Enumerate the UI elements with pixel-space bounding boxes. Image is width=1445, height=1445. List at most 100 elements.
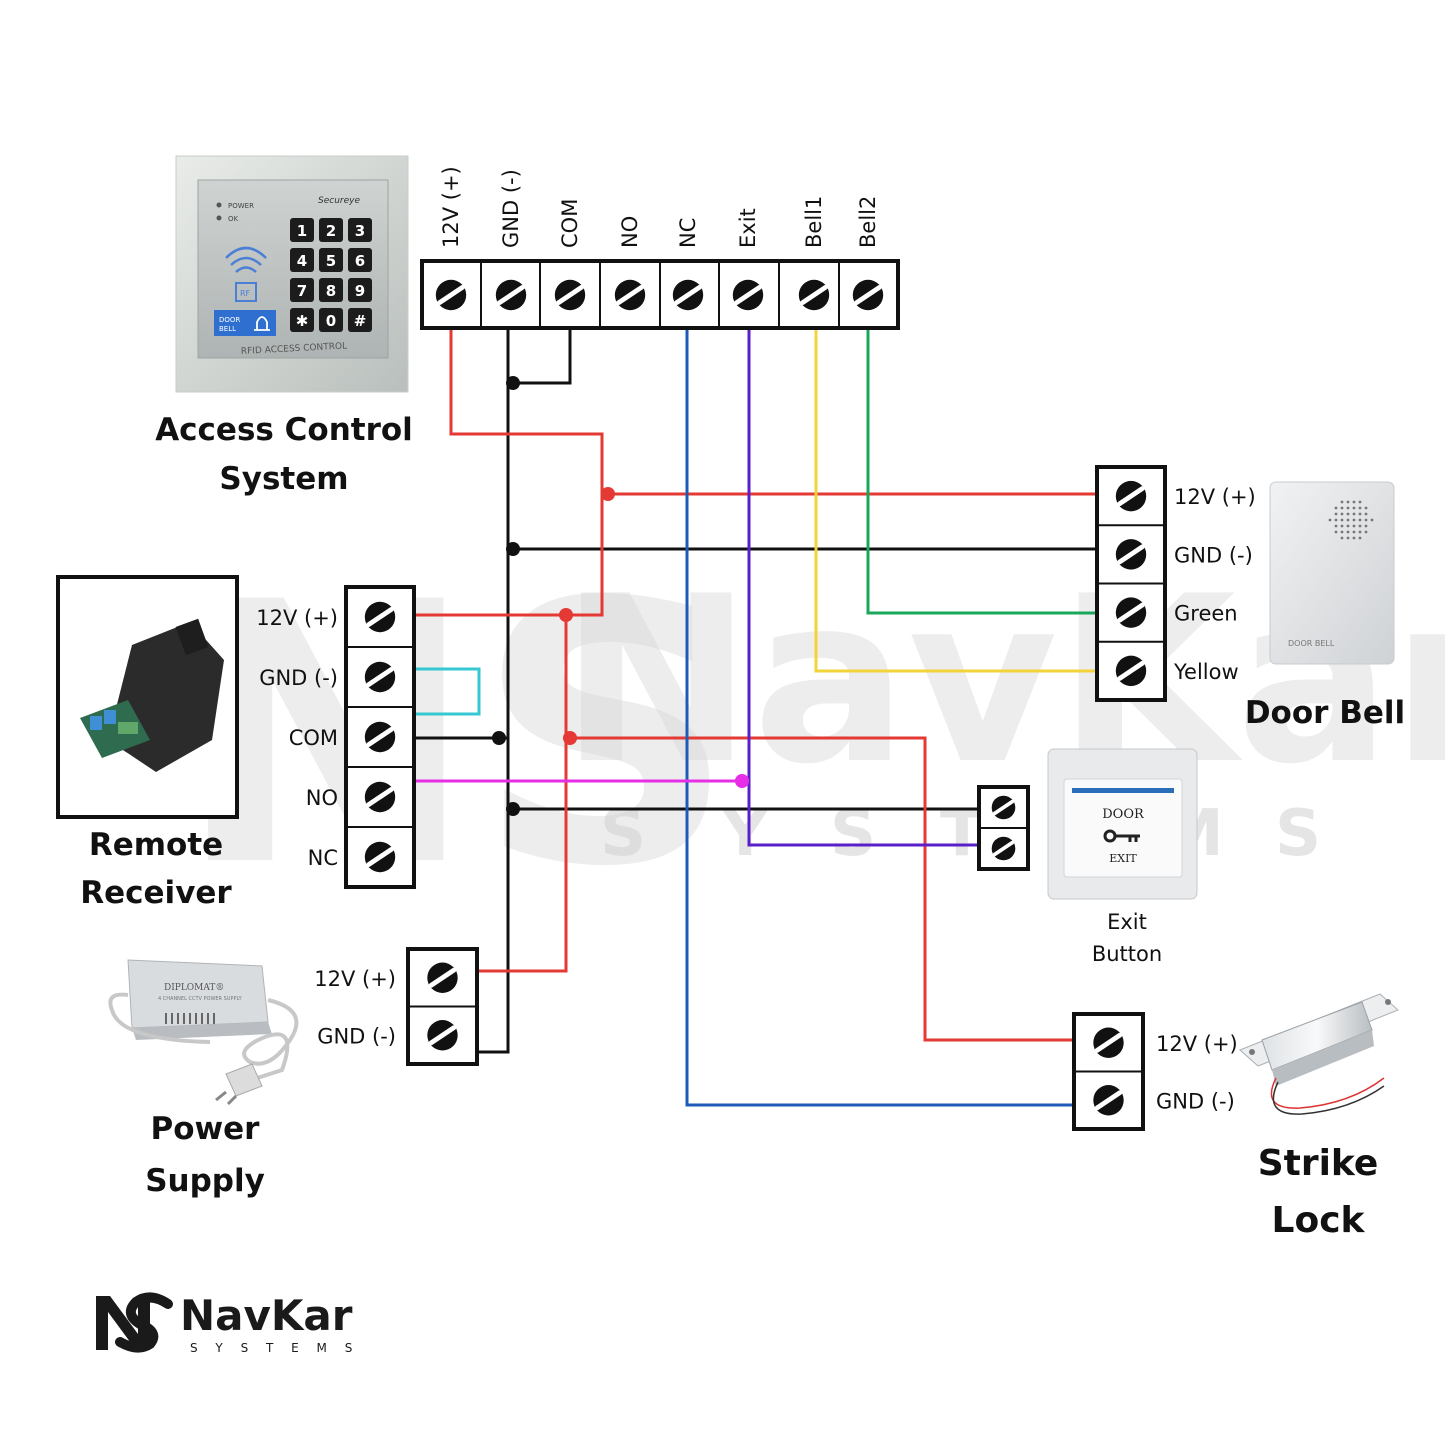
grille-dot	[1340, 518, 1344, 522]
junction-dot	[559, 608, 573, 622]
grille-dot	[1358, 500, 1362, 504]
wire-bell1	[814, 328, 1098, 673]
door-bell-housing	[1269, 481, 1395, 665]
screw-terminal-icon	[1093, 1085, 1123, 1115]
terminal-label: Yellow	[1173, 660, 1239, 684]
logo-tagline: S Y S T E M S	[190, 1341, 359, 1355]
key-icon	[1103, 829, 1140, 843]
plug-pin	[215, 1090, 227, 1102]
junction-dot	[601, 487, 615, 501]
terminal-label: NC	[676, 218, 700, 248]
exit-button-strip	[1072, 788, 1174, 793]
keypad-key-label: 9	[355, 282, 365, 300]
grille-dot	[1340, 524, 1344, 528]
terminal-label: GND (-)	[1156, 1089, 1235, 1113]
screw-terminal-icon	[1116, 539, 1146, 569]
screw-terminal-icon	[673, 280, 703, 310]
strike-lock-device	[1239, 993, 1399, 1115]
grille-dot	[1358, 506, 1362, 510]
power-supply-terminal-block	[406, 947, 479, 1066]
keypad-key	[290, 308, 314, 332]
terminal-label: NO	[306, 786, 338, 810]
watermark-ns-mark: NS	[175, 526, 736, 945]
grille-dot	[1346, 500, 1350, 504]
grille-dot	[1346, 512, 1350, 516]
keypad-key-label: ✱	[296, 312, 309, 330]
grille-dot	[1358, 530, 1362, 534]
rf-wave-icon	[225, 246, 267, 273]
terminal-label: 12V (+)	[314, 967, 396, 991]
lock-wire-red	[1270, 1077, 1385, 1109]
receiver-lid	[175, 618, 209, 656]
terminal-label: 12V (+)	[256, 606, 338, 630]
screw-terminal-icon	[436, 280, 466, 310]
grille-dot	[1346, 530, 1350, 534]
grille-dot	[1352, 506, 1356, 510]
controller-terminal-block	[420, 259, 900, 330]
plug-icon	[225, 1063, 263, 1097]
grille-dot	[1364, 518, 1368, 522]
lock-screw-icon	[1249, 1049, 1255, 1055]
screw-terminal-icon	[427, 1020, 457, 1050]
psu-power-cable	[242, 998, 299, 1084]
keypad-key	[290, 218, 314, 242]
keypad-key-label: 7	[297, 282, 307, 300]
receiver-terminal-blue	[104, 710, 116, 724]
keypad-key-label: 8	[326, 282, 336, 300]
grille-dot	[1352, 530, 1356, 534]
wire-nc-to-lock	[685, 328, 1075, 1107]
screw-terminal-icon	[496, 280, 526, 310]
navkar-logo: NavKar S Y S T E M S	[96, 1291, 359, 1355]
grille-dot	[1340, 530, 1344, 534]
grille-dot	[1334, 524, 1338, 528]
wires	[416, 328, 1098, 1107]
lock-screw-icon	[1385, 999, 1391, 1005]
led-ok-indicator	[216, 215, 222, 221]
receiver-board	[80, 700, 150, 758]
wire-com-to-gnd	[513, 328, 572, 385]
keypad-key-label: 5	[326, 252, 336, 270]
grille-dot	[1352, 500, 1356, 504]
keypad-key	[348, 218, 372, 242]
access-control-title-line1: Access Control	[155, 412, 413, 448]
keypad-key-label: 6	[355, 252, 365, 270]
junction-dot	[735, 774, 749, 788]
terminal-label: GND (-)	[259, 666, 338, 690]
grille-dot	[1346, 506, 1350, 510]
doorbell-key	[214, 310, 276, 336]
bell-icon	[254, 316, 270, 331]
rf-label: RF	[240, 289, 251, 298]
grille-dot	[1340, 500, 1344, 504]
grille-dot	[1340, 512, 1344, 516]
strike-lock-title-line1: Strike	[1258, 1143, 1379, 1184]
grille-dot	[1358, 524, 1362, 528]
grille-dot	[1334, 506, 1338, 510]
keypad-key	[290, 248, 314, 272]
screw-terminal-icon	[853, 280, 883, 310]
led-power-indicator	[216, 202, 222, 208]
lock-wire-black	[1272, 1081, 1385, 1115]
grille-dot	[1346, 518, 1350, 522]
wire-gnd-bus	[477, 328, 510, 1054]
remote-receiver-device	[56, 575, 239, 819]
junction-dot	[506, 542, 520, 556]
wire-receiver-loop	[416, 667, 481, 716]
led-power-label: POWER	[228, 202, 254, 210]
psu-case-side	[132, 1022, 272, 1040]
grille-dot	[1340, 506, 1344, 510]
screw-terminal-icon	[365, 602, 395, 632]
keypad-key	[319, 218, 343, 242]
grille-dot	[1352, 524, 1356, 528]
screw-terminal-icon	[365, 782, 395, 812]
wire-controller-12v	[416, 328, 604, 617]
remote-receiver-terminal-block	[344, 585, 416, 889]
access-control-title-line2: System	[219, 461, 348, 497]
screw-terminal-icon	[1093, 1028, 1123, 1058]
power-supply-device: DIPLOMAT® 4 CHANNEL CCTV POWER SUPPLY	[108, 959, 299, 1106]
exit-button-title-line1: Exit	[1107, 910, 1147, 934]
grille-dot	[1364, 524, 1368, 528]
terminal-label: 12V (+)	[1174, 485, 1256, 509]
screw-terminal-icon	[555, 280, 585, 310]
